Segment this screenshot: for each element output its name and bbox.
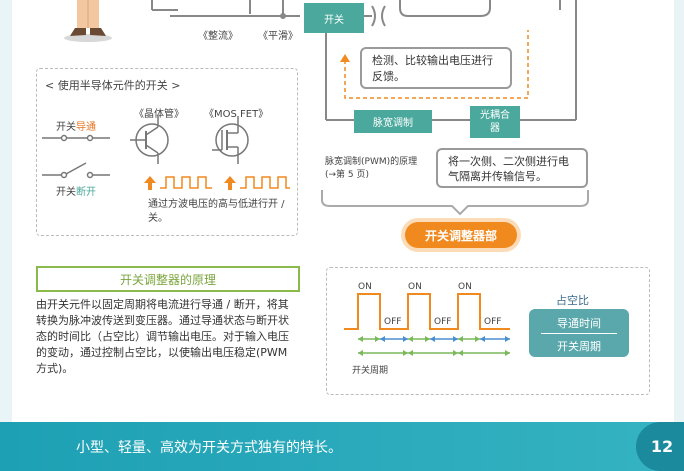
on-label-3: ON (458, 282, 472, 292)
left-margin (0, 0, 12, 471)
pwm-note: 脉宽调制(PWM)的原理(→第 5 页) (325, 157, 418, 180)
switch-off-label: 开关断开 (56, 187, 96, 198)
transistor-icon (130, 116, 169, 164)
semiconductor-switch-box (36, 68, 298, 236)
on-label-2: ON (408, 282, 422, 292)
fraction-bar (541, 333, 617, 334)
mosfet-icon (212, 116, 249, 164)
switch-on-label: 开关导通 (56, 122, 96, 133)
right-margin (674, 0, 684, 471)
off-label-3: OFF (484, 317, 502, 327)
duty-denominator: 开关周期 (557, 340, 601, 353)
circuit-diagram-lines (64, 0, 589, 216)
regulator-section-pill: 开关调整器部 (405, 222, 517, 248)
pwm-block: 脉宽调制 (354, 110, 432, 133)
smoothing-label: 《平滑》 (258, 31, 298, 42)
footer-text: 小型、轻量、高效为开关方式独有的特长。 (76, 440, 342, 456)
transistor-label: 《晶体管》 (134, 109, 184, 120)
isolation-callout: 将一次侧、二次侧进行电气隔离并传输信号。 (436, 148, 588, 188)
optocoupler-block: 光耦合器 (470, 106, 520, 138)
off-label-2: OFF (434, 317, 452, 327)
principle-title: 开关调整器的原理 (36, 266, 300, 292)
feedback-callout: 检测、比较输出电压进行反馈。 (360, 47, 512, 89)
open-switch-icon (42, 162, 110, 179)
footer-bar: 小型、轻量、高效为开关方式独有的特长。 (0, 422, 684, 471)
switching-period-label: 开关周期 (352, 366, 389, 376)
square-wave-caption: 通过方波电压的高与低进行开 / 关。 (148, 199, 285, 224)
semiconductor-title: < 使用半导体元件的开关 > (45, 79, 181, 92)
square-wave-icon (160, 176, 290, 189)
on-label-1: ON (358, 282, 372, 292)
duty-ratio-formula: 导通时间 开关周期 (529, 309, 629, 357)
principle-body: 由开关元件以固定周期将电流进行导通 / 断开，将其转换为脉冲波传送到变压器。通过… (36, 298, 289, 375)
semiconductor-symbols (42, 116, 290, 190)
pwm-signal-line (344, 293, 510, 330)
closed-switch-icon (42, 134, 110, 142)
gate-signal-arrow-icon (144, 176, 236, 190)
duty-ratio-title: 占空比 (556, 294, 589, 307)
pwm-waveform (344, 293, 510, 356)
duty-numerator: 导通时间 (557, 317, 601, 330)
mosfet-label: 《MOS FET》 (204, 109, 269, 120)
pwm-chart-box (326, 267, 650, 395)
off-label-1: OFF (384, 317, 402, 327)
switch-block: 开关 (304, 3, 364, 33)
page-number: 12 (636, 422, 684, 471)
rectifier-label: 《整流》 (198, 31, 238, 42)
